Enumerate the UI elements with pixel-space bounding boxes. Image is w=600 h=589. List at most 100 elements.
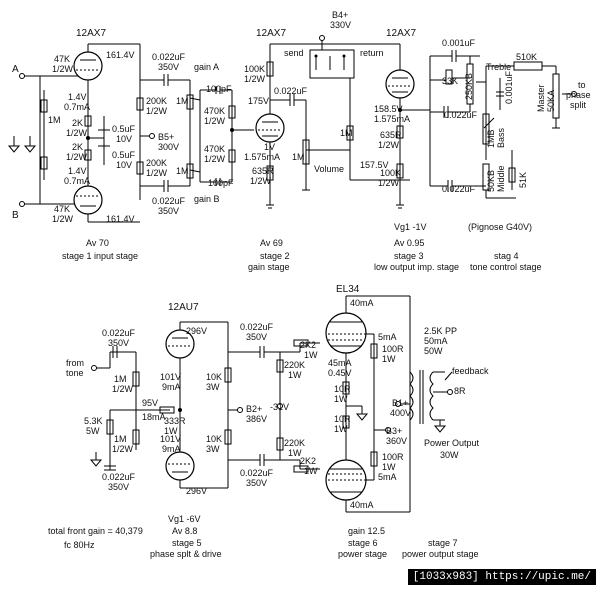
opt-power: 50W <box>424 346 443 356</box>
stage5-grid-bot-v: 101V <box>160 434 181 444</box>
power-output-watts: 30W <box>440 450 459 460</box>
c-treble-label: 0.001uF <box>442 38 476 48</box>
stage6-screen-bot: 5mA <box>378 472 397 482</box>
stage3-r-k-value: 635R <box>380 130 402 140</box>
r-k-top-value: 2K <box>72 118 83 128</box>
stage3-r-k-rating: 1/2W <box>378 140 400 150</box>
to-phase-2: phase <box>566 90 591 100</box>
r-plate-bot-rating: 1/2W <box>52 214 74 224</box>
stage2-caption-desc: gain stage <box>248 262 290 272</box>
stage2-tube-label: 12AX7 <box>256 28 286 39</box>
stage3-r-grid: 1M <box>340 128 353 138</box>
speaker-ohms: 8R <box>454 386 466 396</box>
stage6-r10-b-value: 10R <box>334 414 351 424</box>
stage6-i-cath: 45mA <box>328 358 352 368</box>
volume-label: Volume <box>314 164 344 174</box>
c-k-top-rating: 10V <box>116 134 132 144</box>
stage5-c-out-bot-value: 0.022uF <box>240 468 274 478</box>
stage6-r10-b-rating: 1W <box>334 424 348 434</box>
b3-voltage: 360V <box>386 436 407 446</box>
stage6-v-cath: 0.45V <box>328 368 352 378</box>
v-plate-175: 175V <box>248 96 269 106</box>
r-plate-top-rating: 1/2W <box>52 64 74 74</box>
r-470-a-value: 470K <box>204 106 225 116</box>
master-label: Master <box>536 84 546 112</box>
stage7-caption-title: stage 7 <box>428 538 458 548</box>
volume-pot-value: 1M <box>292 152 305 162</box>
stage5-v-top: 296V <box>186 326 207 336</box>
v-plate-bot: 161.4V <box>106 214 135 224</box>
c-out-top-value: 0.022uF <box>152 52 186 62</box>
stage6-caption-desc: power stage <box>338 549 387 559</box>
stage5-v-bot: 296V <box>186 486 207 496</box>
stage6-r100-top-rating: 1W <box>382 354 396 364</box>
stage3-tube-label: 12AX7 <box>386 28 416 39</box>
b3-label: B3+ <box>386 426 402 436</box>
c-b-label: 100pF <box>208 178 234 188</box>
stage5-phase-splitter <box>89 321 300 489</box>
stage6-r2k2-top-rating: 1W <box>304 350 318 360</box>
c-out-top-rating: 350V <box>158 62 179 72</box>
r-51k-label: 51K <box>518 172 528 188</box>
r-k-635-rating: 1/2W <box>250 176 272 186</box>
stage6-bias: -31V <box>270 402 289 412</box>
power-output-label: Power Output <box>424 438 480 448</box>
stage5-r333-rating: 1W <box>164 426 178 436</box>
pot-treble-label: 250KB <box>464 73 474 100</box>
r-plate-100k-rating: 1/2W <box>244 74 266 84</box>
stage6-r220k-bot-rating: 1W <box>288 448 302 458</box>
stage6-i-bot: 40mA <box>350 500 374 510</box>
pot-b-label: 1M <box>176 166 189 176</box>
stage5-i18: 18mA <box>142 412 166 422</box>
stage6-r100-bot-rating: 1W <box>382 462 396 472</box>
stage3-v-cath: 157.5V <box>360 160 389 170</box>
c-bass-side-label: 0.001uF <box>504 70 514 104</box>
stage3-caption-title: stage 3 <box>394 251 424 261</box>
watermark: [1033x983] https://upic.me/ <box>407 569 596 585</box>
c-k-bot-value: 0.5uF <box>112 150 136 160</box>
stage5-r10k-top-rating: 3W <box>206 382 220 392</box>
gain-b-label: gain B <box>194 194 220 204</box>
c-k-bot-rating: 10V <box>116 160 132 170</box>
b5-voltage: 300V <box>158 142 179 152</box>
stage6-r10-a-rating: 1W <box>334 394 348 404</box>
stage7-caption-desc: power output stage <box>402 549 479 559</box>
stage1-input-stage <box>7 43 190 223</box>
master-value: 50KA <box>546 90 556 112</box>
r-510k-label: 510K <box>516 52 537 62</box>
stage6-r2k2-top-value: 2K2 <box>300 340 316 350</box>
stage5-gain: Av 8.8 <box>172 526 197 536</box>
c-out-bot-rating: 350V <box>158 206 179 216</box>
to-phase-3: split <box>570 100 587 110</box>
b1-label: B1+ <box>392 398 408 408</box>
b4-voltage: 330V <box>330 20 351 30</box>
stage5-vg: Vg1 -6V <box>168 514 201 524</box>
stage1-tube-label: 12AX7 <box>76 28 106 39</box>
stage5-c-in-value: 0.022uF <box>102 328 136 338</box>
stage5-r1m-a-rating: 1/2W <box>112 384 134 394</box>
r-plate-top-value: 47K <box>54 54 70 64</box>
stage5-grid-top-v: 101V <box>160 372 181 382</box>
stage6-caption-title: stage 6 <box>348 538 378 548</box>
stage2-caption-title: stage 2 <box>260 251 290 261</box>
c-a-label: 100pF <box>206 84 232 94</box>
stage6-tube-label: EL34 <box>336 284 360 295</box>
cath-bot-volt: 1.4V <box>68 166 87 176</box>
b5-label: B5+ <box>158 132 174 142</box>
stage5-r10k-bot-value: 10K <box>206 434 222 444</box>
gain-a-label: gain A <box>194 62 219 72</box>
r-grid-1m: 1M <box>48 115 61 125</box>
input-a-label: A <box>12 64 19 75</box>
stage5-r1m-b-rating: 1/2W <box>112 444 134 454</box>
cathode-1v: 1V <box>264 142 275 152</box>
send-label: send <box>284 48 304 58</box>
feedback-label: feedback <box>452 366 489 376</box>
stage6-r220k-bot-value: 220K <box>284 438 305 448</box>
r-k-bot-value: 2K <box>72 142 83 152</box>
stage4-tone-control <box>429 50 577 199</box>
cath-top-current: 0.7mA <box>64 102 90 112</box>
from-tone-2: tone <box>66 368 84 378</box>
schematic-labels: 12AX7 A B 47K 1/2W 161.4V 1M 1.4V 0.7mA … <box>12 10 591 559</box>
opt-current: 50mA <box>424 336 448 346</box>
c-out-bot-value: 0.022uF <box>152 196 186 206</box>
